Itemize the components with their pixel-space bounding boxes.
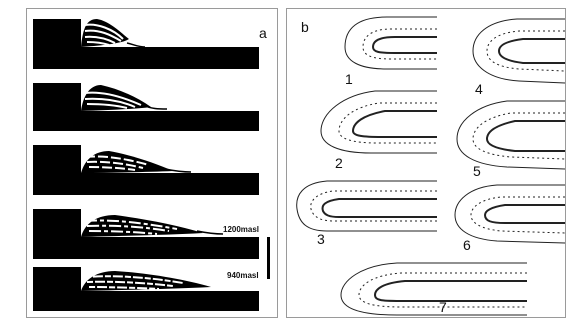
lobe-sketch-set <box>287 9 567 319</box>
elevation-scale-bar <box>267 237 270 279</box>
lobe-number-7: 7 <box>439 299 447 315</box>
scale-top-label: 1200masl <box>223 225 259 234</box>
lobe-number-3: 3 <box>317 231 325 247</box>
lobe-sketch-5 <box>457 101 565 169</box>
cross-section-2 <box>33 83 259 131</box>
lobe-sketch-4 <box>473 19 565 83</box>
scale-bottom-label: 940masl <box>227 271 259 280</box>
lobe-sketch-6 <box>455 185 565 243</box>
lobe-number-6: 6 <box>463 237 471 253</box>
lobe-sketch-7 <box>341 263 527 315</box>
cross-section-3 <box>33 145 259 195</box>
lobe-number-1: 1 <box>345 71 353 87</box>
lobe-number-5: 5 <box>473 163 481 179</box>
cross-section-4 <box>33 209 259 259</box>
lobe-number-2: 2 <box>335 155 343 171</box>
cross-section-5 <box>33 267 259 311</box>
lobe-sketch-3 <box>297 181 437 231</box>
lobe-sketch-1 <box>345 17 437 69</box>
lobe-number-4: 4 <box>475 81 483 97</box>
lobe-sketch-2 <box>321 91 437 153</box>
panel-a-cross-sections: a <box>26 8 278 318</box>
cross-section-1 <box>33 19 259 69</box>
panel-b-lobe-sketches: b <box>286 8 566 318</box>
